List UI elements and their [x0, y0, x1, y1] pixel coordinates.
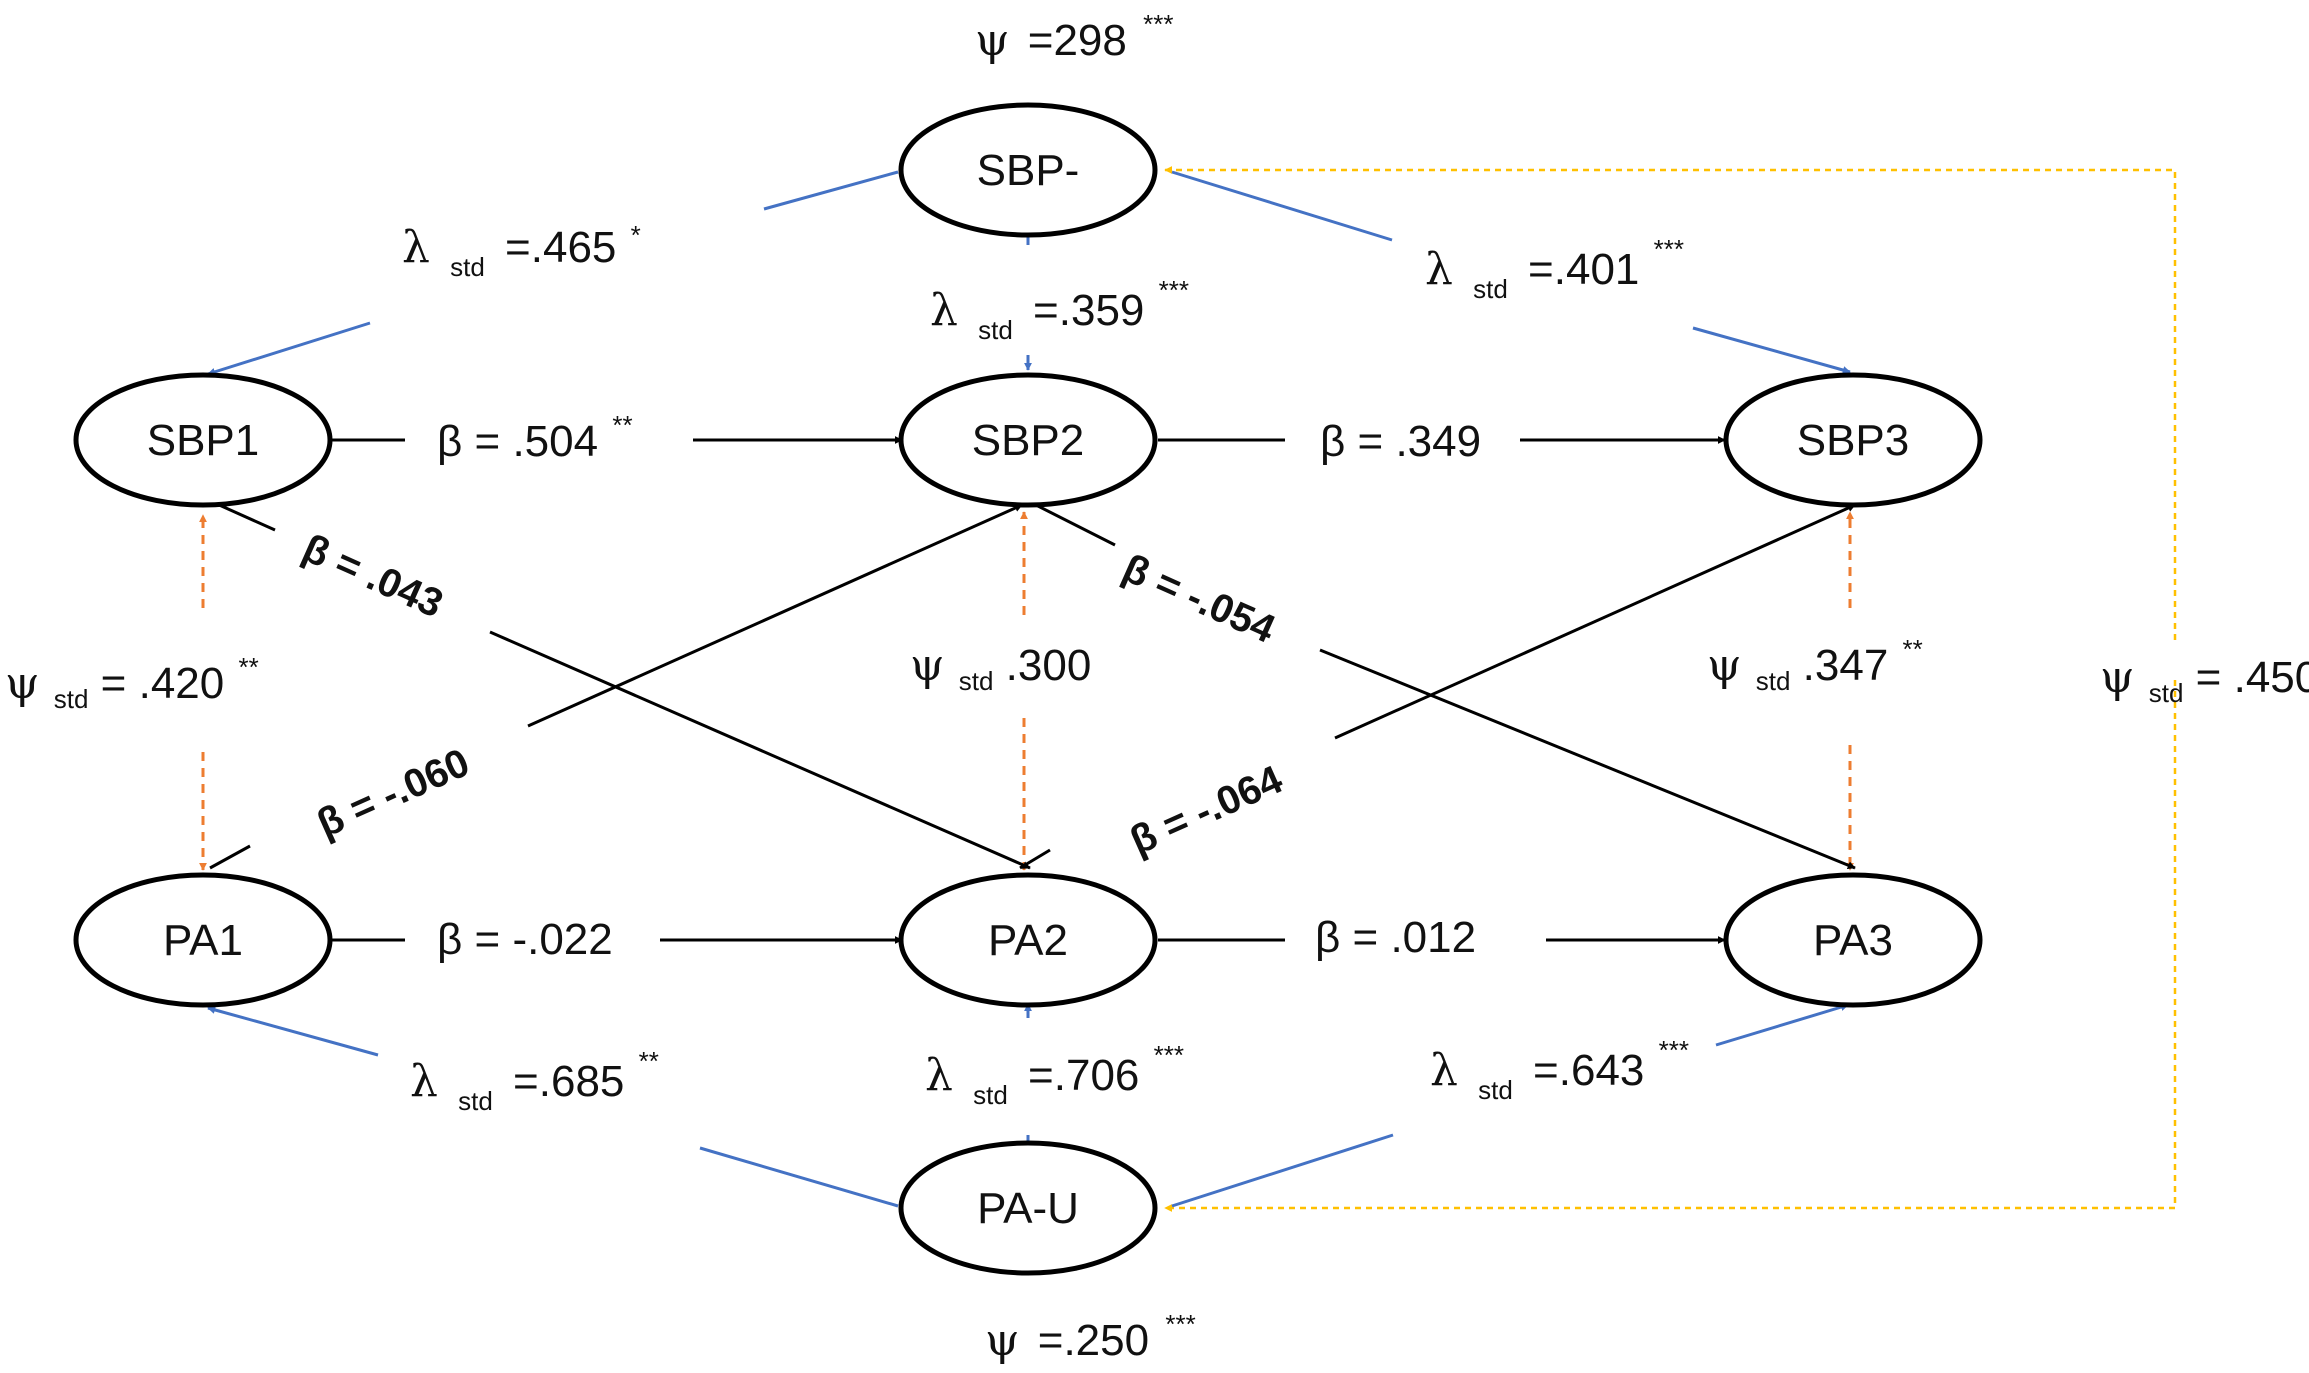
- residual-label-t3: ψ std .347 **: [1707, 634, 1923, 700]
- node-label-pa1: PA1: [163, 916, 243, 965]
- variance-label-sbp-minus: ψ =298 ***: [975, 9, 1173, 66]
- node-sbp1: SBP1: [73, 372, 333, 508]
- path-label-pa1-pa2: β = -.022: [437, 915, 613, 964]
- path-line-pa1-sbp2-a: [209, 844, 251, 870]
- loading-line-sbp1-b: [207, 321, 371, 376]
- path-label-pa2-pa3: β = .012: [1315, 913, 1476, 962]
- node-sbp-minus: SBP-: [898, 102, 1158, 238]
- path-line-pa1-sbp2-b: [527, 503, 1023, 728]
- residual-label-t2: ψ std .300: [910, 640, 1091, 700]
- path-label-sbp1-sbp2: β = .504 **: [437, 410, 633, 466]
- loading-label-pa2: λ std =.706 ***: [925, 1040, 1184, 1114]
- loading-line-pa3-a: [1171, 1133, 1394, 1208]
- loading-label-sbp1: λ std =.465 *: [402, 220, 641, 286]
- loading-line-pa1-a: [699, 1146, 899, 1208]
- path-label-pa1-sbp2: β = -.060: [311, 740, 476, 846]
- loading-label-pa1: λ std =.685 **: [410, 1046, 659, 1120]
- node-label-sbp1: SBP1: [147, 416, 260, 465]
- loading-label-sbp2: λ std =.359 ***: [930, 275, 1189, 349]
- factor-covariance-path: [1164, 166, 2177, 1212]
- loading-line-sbp3-b: [1692, 326, 1851, 374]
- path-label-sbp2-sbp3: β = .349: [1320, 417, 1481, 466]
- loading-label-sbp3: λ std =.401 ***: [1425, 234, 1684, 308]
- node-label-sbp3: SBP3: [1797, 416, 1910, 465]
- loading-line-sbp1-a: [763, 170, 899, 211]
- variance-label-pa-u: ψ =.250 ***: [985, 1309, 1196, 1366]
- node-pa3: PA3: [1723, 872, 1983, 1008]
- residual-label-t1: ψ std = .420 **: [5, 652, 259, 718]
- loading-line-sbp3-a: [1171, 170, 1393, 242]
- path-label-pa2-sbp3: β = -.064: [1124, 757, 1290, 863]
- factor-covariance-label: ψ std = .450: [2100, 652, 2309, 712]
- node-pa1: PA1: [73, 872, 333, 1008]
- path-line-sbp1-pa2-b: [489, 630, 1031, 870]
- path-label-sbp1-pa2: β = .043: [296, 526, 449, 626]
- node-sbp3: SBP3: [1723, 372, 1983, 508]
- node-label-pa3: PA3: [1813, 916, 1893, 965]
- regression-paths: [207, 436, 1856, 944]
- node-label-sbp2: SBP2: [972, 416, 1085, 465]
- path-line-pa2-sbp3-a: [1019, 848, 1051, 870]
- node-label-sbp-minus: SBP-: [977, 146, 1080, 195]
- node-label-pa-u: PA-U: [977, 1184, 1079, 1233]
- node-pa-u: PA-U: [898, 1140, 1158, 1276]
- loading-line-pa3-b: [1715, 1003, 1849, 1047]
- loading-label-pa3: λ std =.643 ***: [1430, 1035, 1689, 1109]
- path-label-sbp2-pa3: β = -.054: [1116, 546, 1282, 652]
- node-pa2: PA2: [898, 872, 1158, 1008]
- path-line-sbp2-pa3-b: [1319, 648, 1856, 870]
- path-line-pa2-sbp3-b: [1334, 503, 1856, 740]
- node-label-pa2: PA2: [988, 916, 1068, 965]
- residual-covariance-paths: [199, 511, 1854, 871]
- node-sbp2: SBP2: [898, 372, 1158, 508]
- path-line-sbp2-pa3-a: [1029, 500, 1116, 547]
- loading-line-pa1-b: [207, 1006, 379, 1057]
